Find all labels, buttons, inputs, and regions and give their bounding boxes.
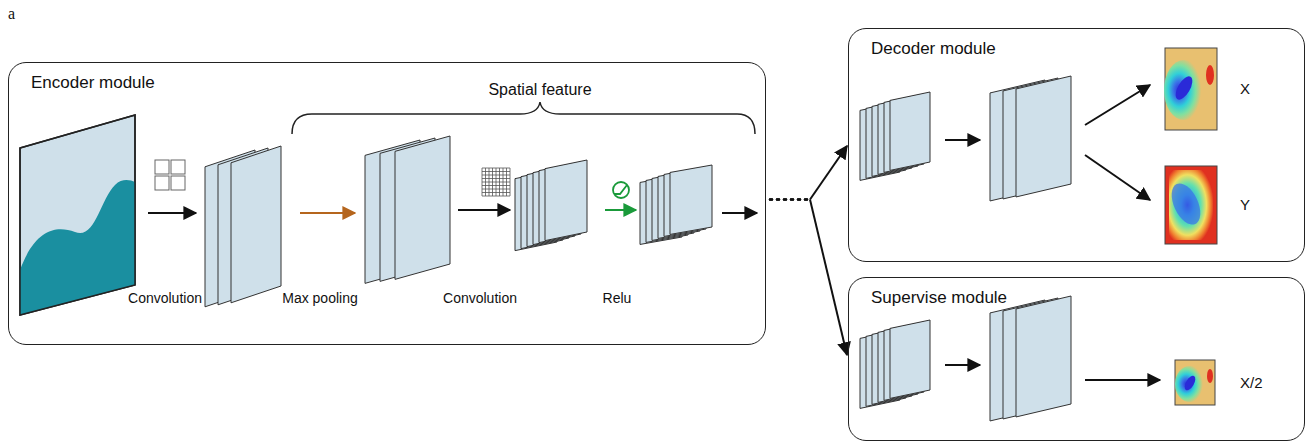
kernel-grid — [482, 196, 510, 197]
feature-map — [1016, 296, 1071, 417]
dotted-line — [770, 198, 808, 201]
text-label: Convolution — [443, 290, 517, 307]
text-label: X/2 — [1240, 374, 1263, 392]
feature-map — [890, 92, 930, 170]
module-box: Supervise module — [848, 277, 1305, 441]
connector-arrow — [770, 146, 847, 200]
feature-map — [395, 136, 450, 279]
feature-map — [670, 165, 712, 234]
module-box: Encoder module — [8, 62, 766, 345]
connector-arrow — [770, 200, 847, 356]
dotted-line — [770, 198, 808, 201]
kernel-grid — [482, 185, 510, 186]
text-label: Spatial feature — [488, 80, 591, 99]
kernel-grid — [482, 189, 510, 190]
arrow-line — [810, 200, 847, 356]
module-title: Decoder module — [871, 39, 996, 59]
kernel-grid — [510, 168, 511, 196]
text-label: X — [1240, 80, 1250, 98]
feature-map — [545, 160, 587, 241]
kernel-grid — [503, 168, 504, 196]
text-label: Relu — [603, 290, 632, 307]
text-label: Y — [1240, 196, 1250, 214]
text-label: Max pooling — [282, 290, 358, 307]
module-title: Supervise module — [871, 288, 1007, 308]
feature-map — [1016, 76, 1071, 197]
kernel-grid — [482, 192, 510, 193]
module-box: Decoder module — [848, 28, 1305, 262]
feature-map — [890, 320, 930, 398]
arrow-line — [810, 146, 847, 200]
kernel-grid — [506, 168, 507, 196]
text-label: Convolution — [128, 290, 202, 307]
text-label: a — [8, 4, 15, 23]
kernel-grid — [499, 168, 500, 196]
kernel-grid — [482, 182, 510, 183]
module-title: Encoder module — [31, 73, 155, 93]
feature-map — [231, 146, 281, 303]
